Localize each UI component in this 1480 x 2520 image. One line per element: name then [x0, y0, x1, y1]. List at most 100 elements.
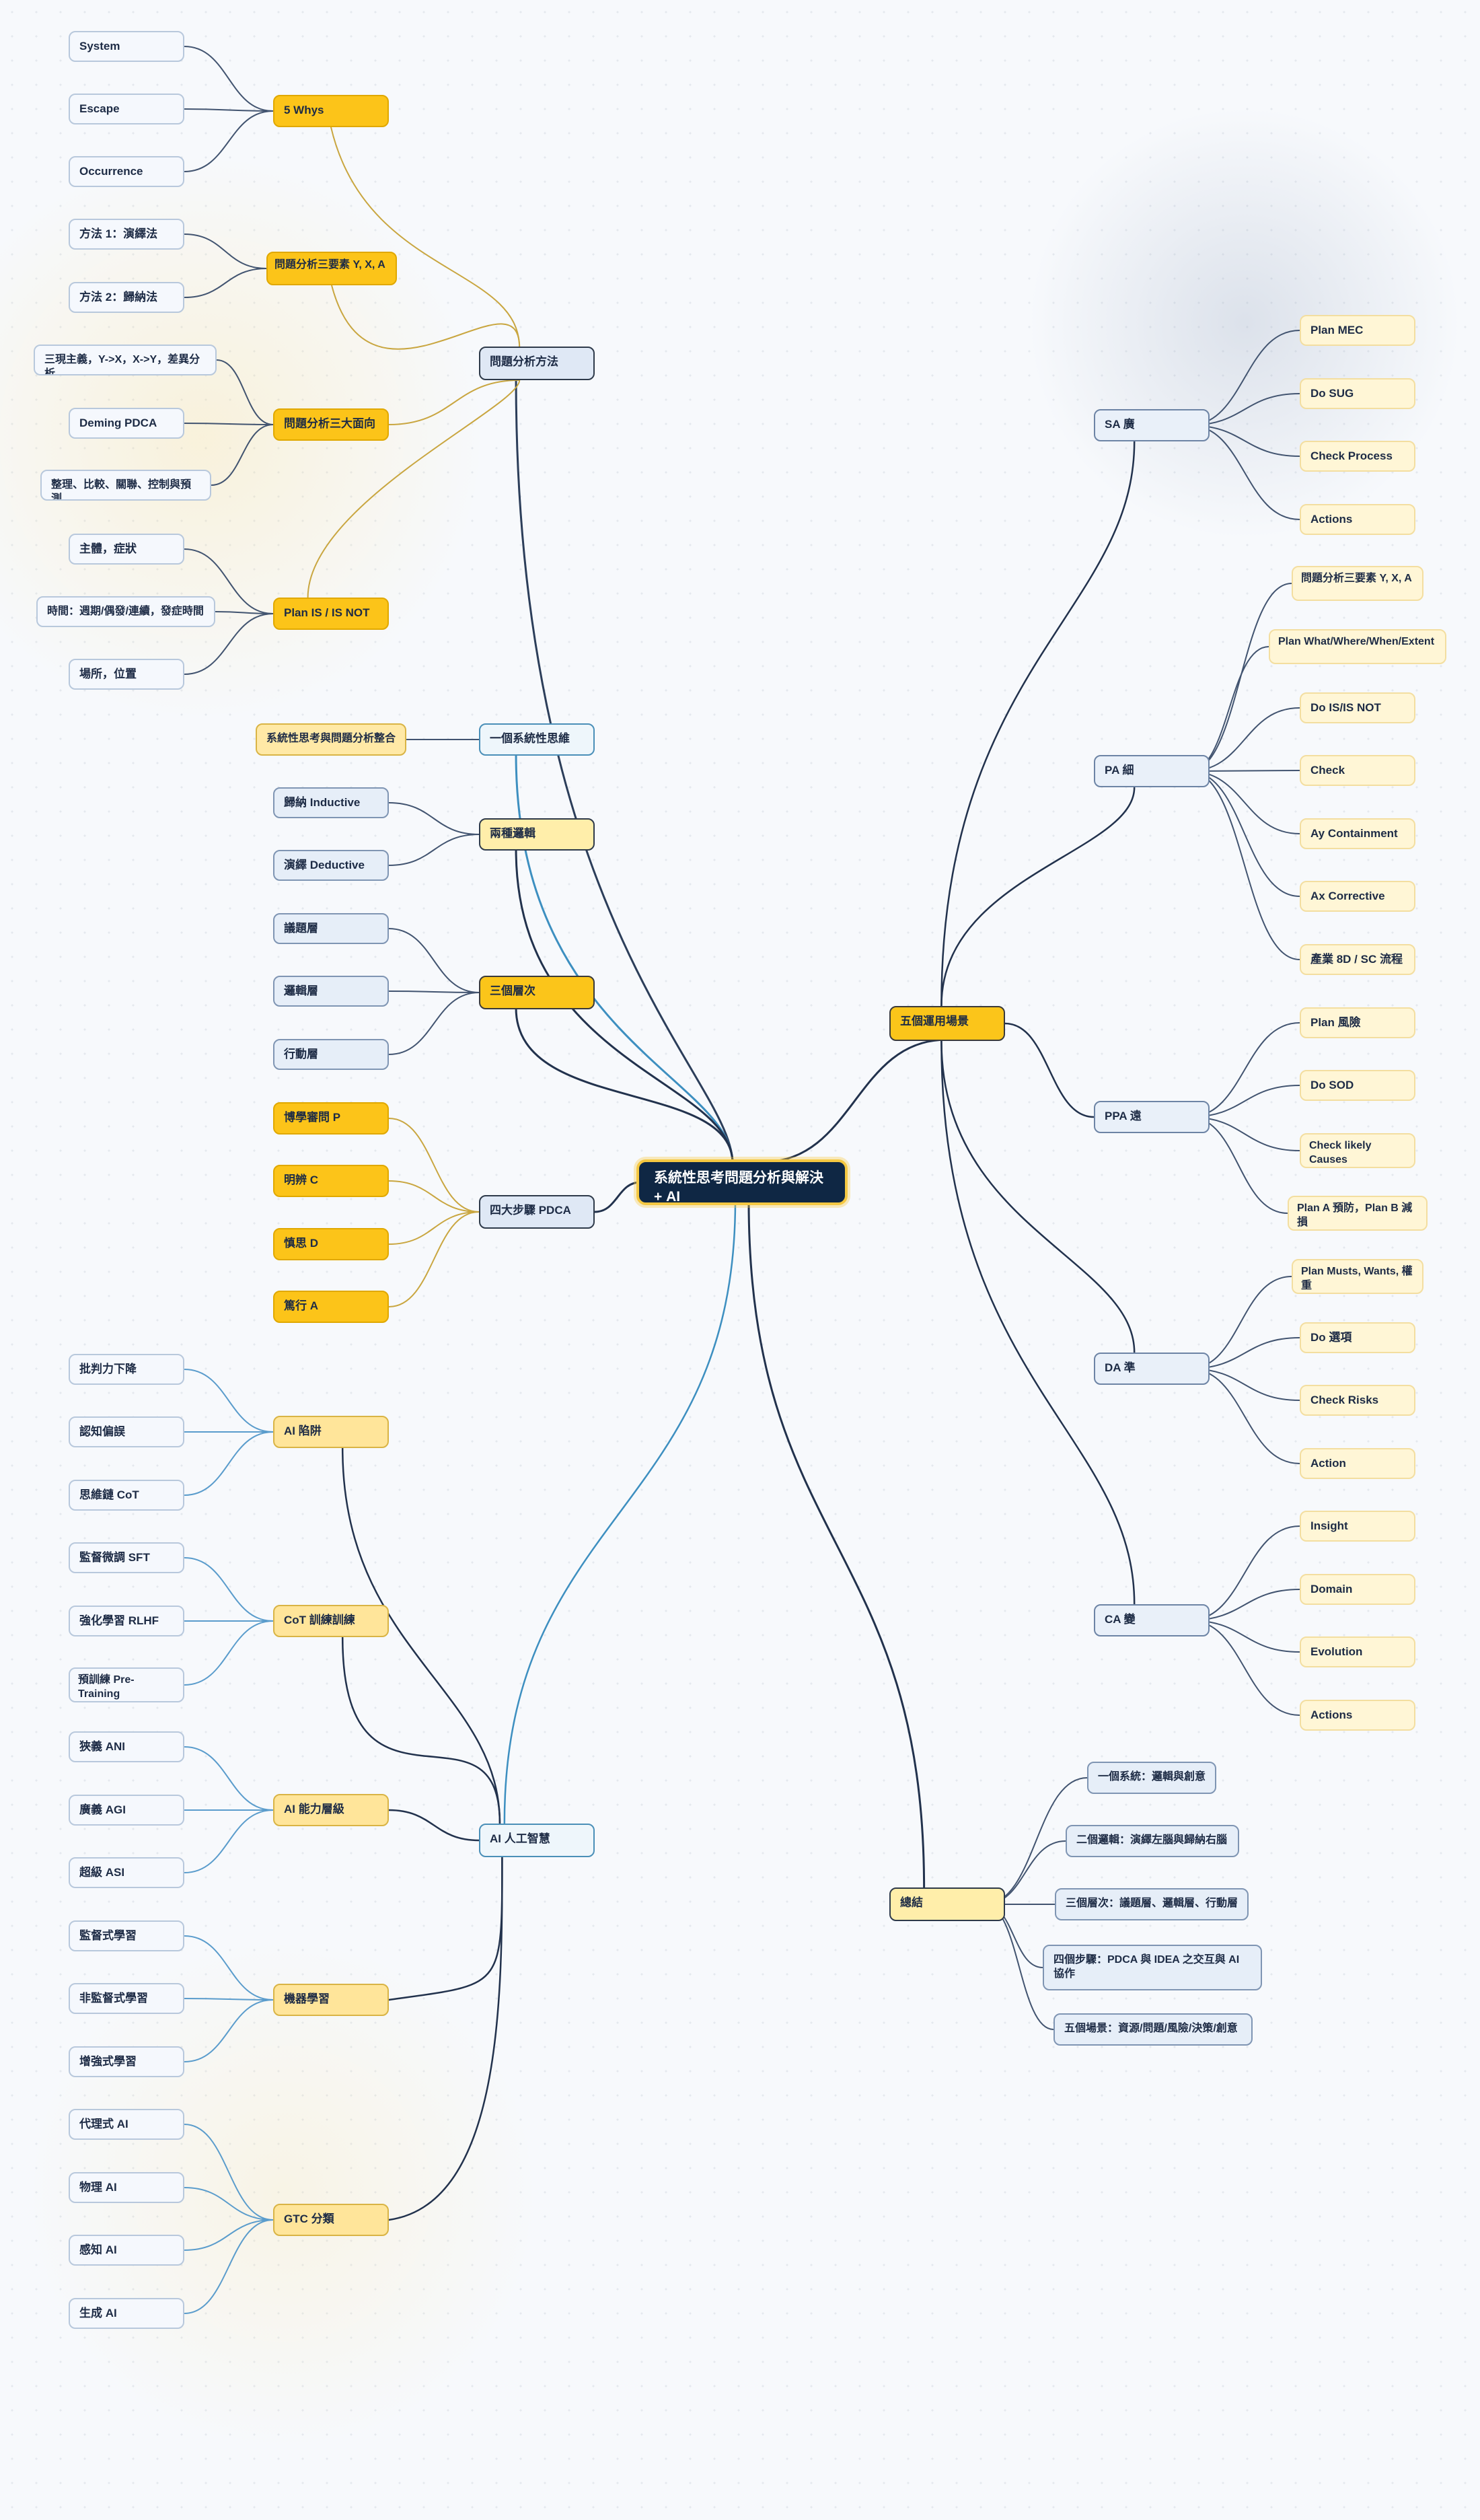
- leaf-ax-corrective[interactable]: Ax Corrective: [1300, 881, 1415, 912]
- leaf-check-risks[interactable]: Check Risks: [1300, 1385, 1415, 1416]
- leaf-da-action[interactable]: Action: [1300, 1448, 1415, 1479]
- leaf-plan-what-where[interactable]: Plan What/Where/When/Extent: [1269, 629, 1446, 664]
- leaf-plan-ab[interactable]: Plan A 預防，Plan B 減損: [1288, 1196, 1428, 1231]
- leaf-pa-check[interactable]: Check: [1300, 755, 1415, 786]
- edge-pm-node-5-whys: [330, 127, 521, 349]
- leaf-do-sug[interactable]: Do SUG: [1300, 378, 1415, 409]
- edge-node-5-whys-leaf-escape: [184, 108, 274, 112]
- edge-node-is-not-leaf-place: [184, 613, 274, 675]
- leaf-agi[interactable]: 廣義 AGI: [69, 1795, 184, 1826]
- leaf-plan-mec[interactable]: Plan MEC: [1300, 315, 1415, 346]
- edge-branch-two-logic-leaf-deductive: [388, 834, 480, 866]
- node-three-elements[interactable]: 問題分析三要素 Y, X, A: [266, 252, 397, 285]
- leaf-genba[interactable]: 三現主義，Y->X，X->Y，差異分析: [34, 345, 217, 375]
- leaf-domain[interactable]: Domain: [1300, 1574, 1415, 1605]
- node-da[interactable]: DA 準: [1094, 1353, 1210, 1385]
- branch-four-steps[interactable]: 四大步驟 PDCA: [479, 1195, 595, 1229]
- leaf-sum-3[interactable]: 三個層次：議題層、邏輯層、行動層: [1055, 1888, 1249, 1920]
- edge-node-ai-traps-leaf-critical: [184, 1369, 274, 1433]
- edge-root-branch-three-levels: [515, 1007, 734, 1165]
- leaf-cot[interactable]: 思維鏈 CoT: [69, 1480, 184, 1511]
- leaf-8d[interactable]: 產業 8D / SC 流程: [1300, 944, 1415, 975]
- leaf-bias[interactable]: 認知偏誤: [69, 1416, 184, 1447]
- leaf-sa-actions[interactable]: Actions: [1300, 504, 1415, 535]
- node-sa[interactable]: SA 廣: [1094, 409, 1210, 441]
- leaf-c[interactable]: 明辨 C: [273, 1165, 389, 1197]
- node-ca[interactable]: CA 變: [1094, 1604, 1210, 1636]
- leaf-ani[interactable]: 狹義 ANI: [69, 1731, 184, 1762]
- edge-pm-node-three-elements: [331, 285, 521, 350]
- leaf-sum-1[interactable]: 一個系統：邏輯與創意: [1087, 1762, 1216, 1794]
- leaf-do-sod[interactable]: Do SOD: [1300, 1070, 1415, 1101]
- branch-three-levels[interactable]: 三個層次: [479, 976, 595, 1009]
- edge-node-gtc-leaf-generative-ai: [184, 2219, 274, 2314]
- leaf-sum-5[interactable]: 五個場景：資源/問題/風險/決策/創意: [1053, 2013, 1253, 2046]
- leaf-asi[interactable]: 超級 ASI: [69, 1857, 184, 1888]
- node-ppa[interactable]: PPA 遠: [1094, 1101, 1210, 1133]
- leaf-integration[interactable]: 系統性思考與問題分析整合: [256, 723, 406, 756]
- leaf-action[interactable]: 行動層: [273, 1039, 389, 1070]
- leaf-deming[interactable]: Deming PDCA: [69, 408, 184, 439]
- leaf-pretraining[interactable]: 預訓練 Pre-Training: [69, 1667, 184, 1702]
- branch-problem-methods[interactable]: 問題分析方法: [479, 347, 595, 380]
- node-ml[interactable]: 機器學習: [273, 1984, 389, 2016]
- branch-one-system[interactable]: 一個系統性思維: [479, 723, 595, 756]
- leaf-ay-containment[interactable]: Ay Containment: [1300, 818, 1415, 849]
- node-ai-traps[interactable]: AI 陷阱: [273, 1416, 389, 1448]
- node-5-whys[interactable]: 5 Whys: [273, 95, 389, 127]
- leaf-pa-three-elements[interactable]: 問題分析三要素 Y, X, A: [1292, 566, 1423, 601]
- edge-node-three-aspects-leaf-deming: [184, 423, 274, 425]
- leaf-critical[interactable]: 批判力下降: [69, 1354, 184, 1385]
- leaf-organize[interactable]: 整理、比較、關聯、控制與預測: [40, 470, 211, 501]
- leaf-inductive[interactable]: 歸納 Inductive: [273, 787, 389, 818]
- leaf-agentic-ai[interactable]: 代理式 AI: [69, 2109, 184, 2140]
- node-gtc[interactable]: GTC 分類: [273, 2204, 389, 2236]
- leaf-p[interactable]: 博學審問 P: [273, 1102, 389, 1135]
- node-cot-training[interactable]: CoT 訓練訓練: [273, 1605, 389, 1637]
- leaf-escape[interactable]: Escape: [69, 94, 184, 124]
- leaf-rlhf[interactable]: 強化學習 RLHF: [69, 1606, 184, 1636]
- leaf-perception-ai[interactable]: 感知 AI: [69, 2235, 184, 2266]
- leaf-sum-2[interactable]: 二個邏輯：演繹左腦與歸納右腦: [1066, 1825, 1239, 1857]
- leaf-insight[interactable]: Insight: [1300, 1511, 1415, 1542]
- leaf-ca-actions[interactable]: Actions: [1300, 1700, 1415, 1731]
- leaf-check-process[interactable]: Check Process: [1300, 441, 1415, 472]
- leaf-do-is-not[interactable]: Do IS/IS NOT: [1300, 692, 1415, 723]
- node-three-aspects[interactable]: 問題分析三大面向: [273, 408, 389, 441]
- leaf-reinforcement[interactable]: 增強式學習: [69, 2046, 184, 2077]
- branch-summary[interactable]: 總結: [889, 1887, 1005, 1921]
- branch-five-scenes[interactable]: 五個運用場景: [889, 1006, 1005, 1041]
- leaf-evolution[interactable]: Evolution: [1300, 1636, 1415, 1667]
- leaf-plan-risk[interactable]: Plan 風險: [1300, 1007, 1415, 1038]
- leaf-method-2[interactable]: 方法 2：歸納法: [69, 282, 184, 313]
- leaf-supervised[interactable]: 監督式學習: [69, 1920, 184, 1951]
- leaf-deductive[interactable]: 演繹 Deductive: [273, 850, 389, 881]
- leaf-d[interactable]: 慎思 D: [273, 1228, 389, 1260]
- root-node[interactable]: 系統性思考問題分析與解決 + AI: [636, 1159, 848, 1205]
- leaf-system[interactable]: System: [69, 31, 184, 62]
- leaf-unsupervised[interactable]: 非監督式學習: [69, 1983, 184, 2014]
- leaf-subject[interactable]: 主體，症狀: [69, 534, 184, 565]
- leaf-place[interactable]: 場所，位置: [69, 659, 184, 690]
- leaf-a[interactable]: 篤行 A: [273, 1291, 389, 1323]
- leaf-physical-ai[interactable]: 物理 AI: [69, 2172, 184, 2203]
- leaf-sum-4[interactable]: 四個步驟：PDCA 與 IDEA 之交互與 AI 協作: [1043, 1945, 1262, 1990]
- branch-two-logic[interactable]: 兩種邏輯: [479, 818, 595, 851]
- leaf-do-options[interactable]: Do 選項: [1300, 1322, 1415, 1353]
- leaf-time[interactable]: 時間：週期/偶發/連續，發症時間: [36, 596, 215, 627]
- leaf-plan-musts[interactable]: Plan Musts, Wants, 權重: [1292, 1259, 1423, 1294]
- leaf-generative-ai[interactable]: 生成 AI: [69, 2298, 184, 2329]
- leaf-sft[interactable]: 監督微調 SFT: [69, 1542, 184, 1573]
- node-is-not[interactable]: Plan IS / IS NOT: [273, 598, 389, 630]
- edge-node-three-elements-leaf-method-1: [184, 233, 267, 269]
- leaf-occurrence[interactable]: Occurrence: [69, 156, 184, 187]
- edge-root-five-scenes: [761, 1038, 949, 1163]
- leaf-check-causes[interactable]: Check likely Causes: [1300, 1133, 1415, 1168]
- edge-branch-four-steps-leaf-c: [388, 1180, 480, 1213]
- leaf-method-1[interactable]: 方法 1：演繹法: [69, 219, 184, 250]
- node-capability[interactable]: AI 能力層級: [273, 1794, 389, 1826]
- leaf-issue[interactable]: 議題層: [273, 913, 389, 944]
- leaf-logic[interactable]: 邏輯層: [273, 976, 389, 1007]
- node-pa[interactable]: PA 細: [1094, 755, 1210, 787]
- branch-ai[interactable]: AI 人工智慧: [479, 1824, 595, 1857]
